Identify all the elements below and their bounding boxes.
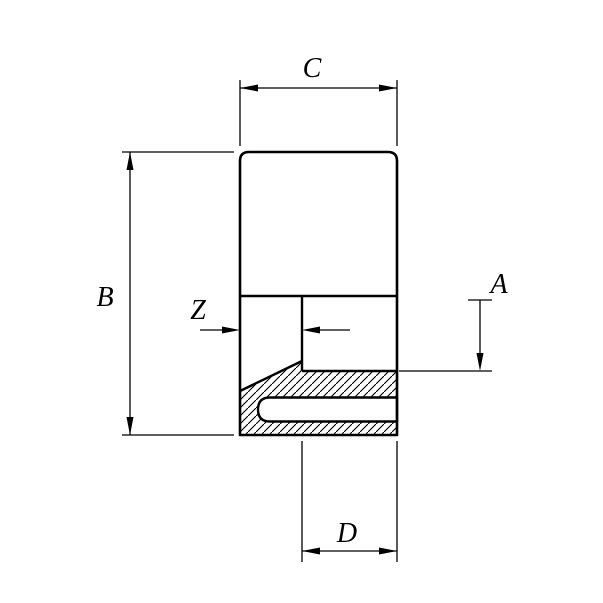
dim-label-a: A	[488, 269, 508, 300]
dim-z-arrow-inner	[302, 326, 320, 334]
dim-b-arrow-bottom	[126, 417, 134, 435]
dimension-c: C	[239, 53, 398, 146]
dim-label-b: B	[96, 282, 113, 313]
dim-d-arrow-right	[379, 547, 397, 555]
dim-label-z: Z	[190, 295, 206, 326]
dimension-d: D	[301, 441, 398, 562]
dim-c-arrow-left	[240, 84, 258, 92]
dimension-b: B	[96, 151, 234, 436]
dim-d-arrow-left	[302, 547, 320, 555]
dimension-z: Z	[190, 295, 350, 334]
cone-edge	[239, 359, 303, 393]
bore-slot	[256, 396, 399, 423]
dim-label-d: D	[336, 518, 357, 549]
part-outline	[238, 150, 399, 437]
dim-a-arrow-down	[476, 353, 484, 371]
dim-c-arrow-right	[379, 84, 397, 92]
dim-b-arrow-top	[126, 152, 134, 170]
dim-label-c: C	[303, 53, 322, 84]
dim-z-arrow-outer	[222, 326, 240, 334]
dimension-a: A	[399, 269, 508, 372]
